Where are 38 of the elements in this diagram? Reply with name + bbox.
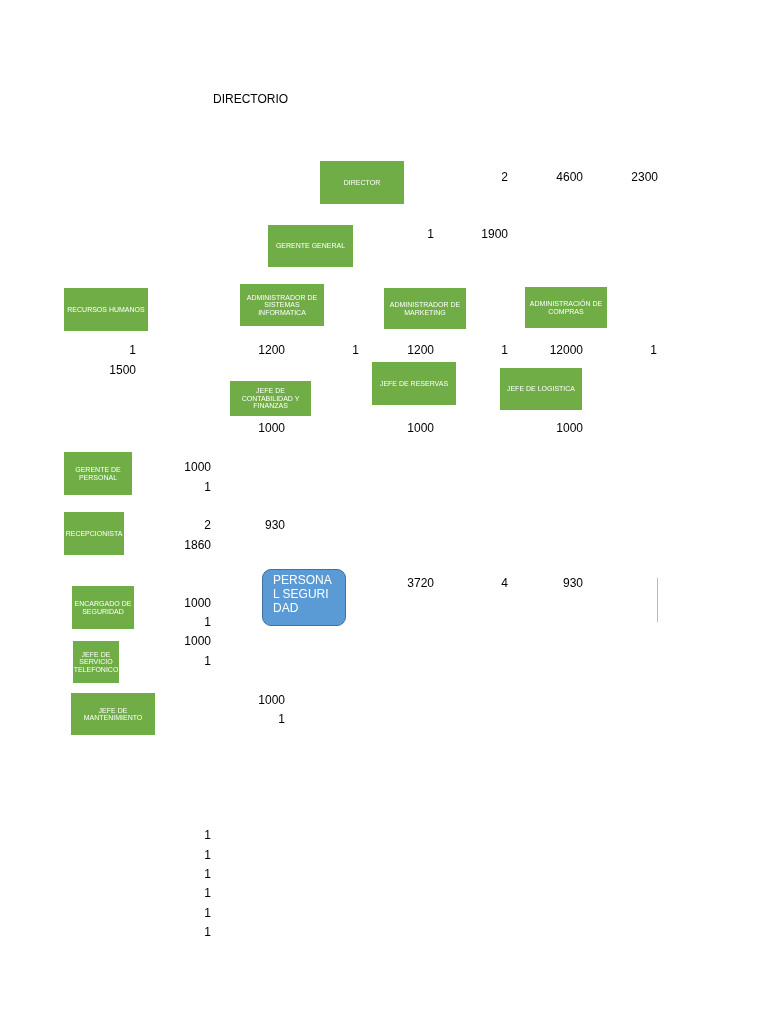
number-text: 1: [204, 886, 211, 900]
number-text: 1: [129, 343, 136, 357]
number-text: 1: [427, 227, 434, 241]
number-text: 1500: [109, 363, 136, 377]
number-text: 1860: [184, 538, 211, 552]
number-text: 1: [204, 654, 211, 668]
number-text: 1000: [258, 421, 285, 435]
title: DIRECTORIO: [213, 92, 289, 106]
number-text: 1: [650, 343, 657, 357]
number-text: 1900: [481, 227, 508, 241]
number-text: 1: [204, 848, 211, 862]
number-text: 1: [278, 712, 285, 726]
number-text: 1000: [556, 421, 583, 435]
number-text: 2: [501, 170, 508, 184]
number-text: 1000: [184, 596, 211, 610]
number-text: 4: [501, 576, 508, 590]
number-text: 2300: [631, 170, 658, 184]
number-text: 1200: [258, 343, 285, 357]
number-text: 2: [204, 518, 211, 532]
number-text: 1: [204, 828, 211, 842]
number-text: 1: [204, 480, 211, 494]
number-text: 1200: [407, 343, 434, 357]
number-text: 3720: [407, 576, 434, 590]
number-text: 1000: [184, 634, 211, 648]
number-text: 930: [264, 518, 285, 532]
number-text: 1: [352, 343, 359, 357]
number-text: 1: [204, 615, 211, 629]
number-text: 930: [562, 576, 583, 590]
number-text: 1: [204, 925, 211, 939]
number-text: 1: [204, 867, 211, 881]
number-text: 1000: [407, 421, 434, 435]
number-text: 12000: [549, 343, 583, 357]
number-text: 1: [501, 343, 508, 357]
rounded-box: PERSONAL SEGURIDAD: [262, 569, 346, 626]
number-text: 1000: [184, 460, 211, 474]
number-text: 1000: [258, 693, 285, 707]
number-text: 1: [204, 906, 211, 920]
number-text: 4600: [556, 170, 583, 184]
